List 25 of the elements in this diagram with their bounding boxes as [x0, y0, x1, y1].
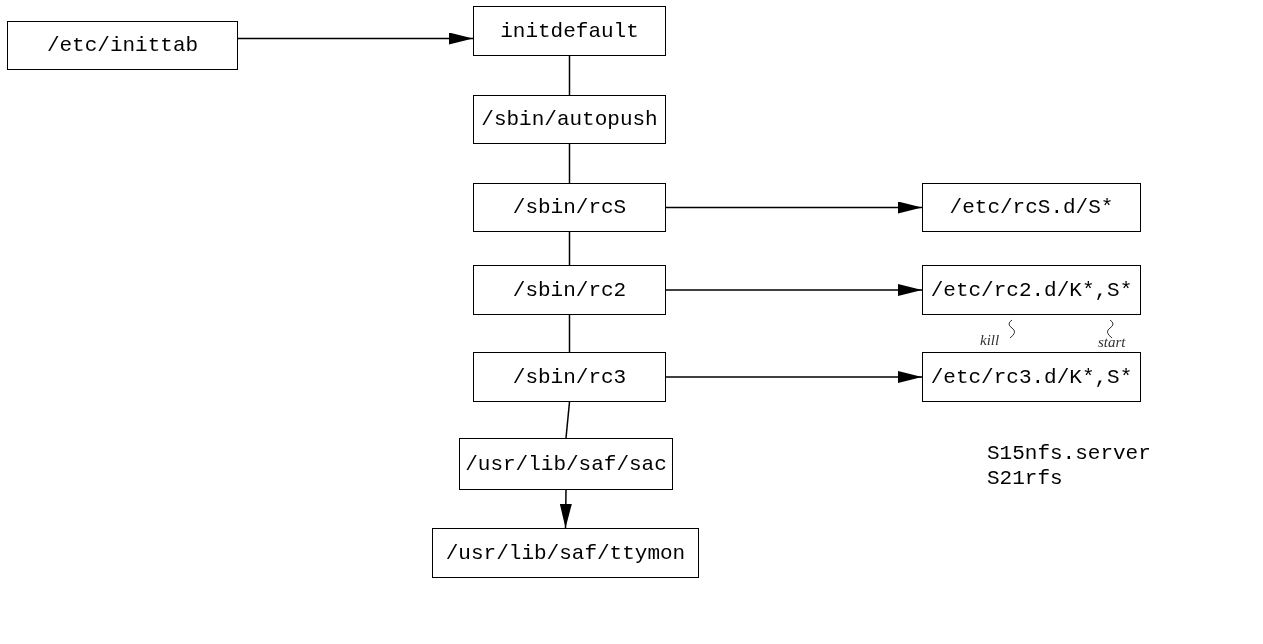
- arrow: [665, 371, 923, 383]
- connector-line: [565, 401, 571, 439]
- handwritten-note: kill: [980, 332, 1000, 349]
- connector-line: [568, 231, 571, 266]
- process-box: /etc/rc3.d/K*,S*: [922, 352, 1141, 402]
- connector-line: [568, 55, 571, 96]
- file-name: S15nfs.server: [987, 442, 1151, 465]
- arrow: [237, 32, 474, 45]
- process-box: /sbin/rc3: [473, 352, 666, 402]
- process-box: /sbin/autopush: [473, 95, 666, 144]
- process-box: /etc/rcS.d/S*: [922, 183, 1141, 232]
- process-box: /usr/lib/saf/sac: [459, 438, 673, 490]
- process-box: initdefault: [473, 6, 666, 56]
- process-box: /etc/inittab: [7, 21, 238, 70]
- process-box: /sbin/rcS: [473, 183, 666, 232]
- file-name: S21rfs: [987, 467, 1063, 490]
- arrow: [665, 201, 923, 214]
- arrow: [559, 489, 572, 529]
- process-box: /usr/lib/saf/ttymon: [432, 528, 699, 578]
- process-box: /etc/rc2.d/K*,S*: [922, 265, 1141, 315]
- handwritten-note: start: [1098, 334, 1126, 351]
- connector-line: [568, 314, 571, 353]
- process-box: /sbin/rc2: [473, 265, 666, 315]
- connector-line: [568, 143, 571, 184]
- arrow: [665, 284, 923, 296]
